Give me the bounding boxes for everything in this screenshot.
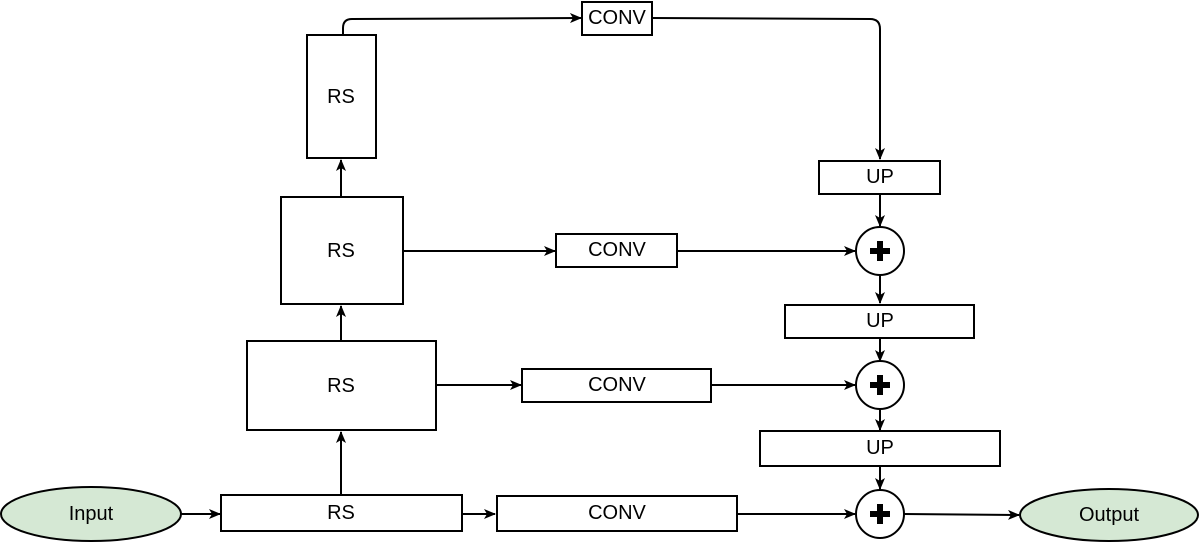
node-up1-label: UP — [866, 166, 894, 188]
node-add2[interactable] — [855, 360, 905, 410]
node-conv3-label: CONV — [588, 239, 646, 261]
node-rs2[interactable]: RS — [246, 340, 437, 431]
node-up3-label: UP — [866, 437, 894, 459]
plus-icon — [870, 241, 890, 261]
node-input-label: Input — [69, 503, 114, 525]
node-conv2-label: CONV — [588, 374, 646, 396]
edge-conv4-up1 — [651, 17, 885, 160]
node-up2[interactable]: UP — [784, 304, 975, 339]
node-conv1-label: CONV — [588, 502, 646, 524]
node-conv2[interactable]: CONV — [521, 368, 712, 403]
node-conv4-label: CONV — [588, 7, 646, 29]
node-conv4[interactable]: CONV — [581, 1, 653, 36]
node-rs2-label: RS — [327, 375, 355, 397]
node-rs3[interactable]: RS — [280, 196, 404, 305]
node-conv1[interactable]: CONV — [496, 495, 738, 532]
node-output[interactable]: Output — [1019, 488, 1199, 542]
edge-add3-output — [903, 509, 1020, 520]
node-rs1-label: RS — [327, 502, 355, 524]
node-up2-label: UP — [866, 310, 894, 332]
edges — [181, 13, 1020, 520]
plus-icon — [870, 375, 890, 395]
node-rs3-label: RS — [327, 240, 355, 262]
node-up1[interactable]: UP — [818, 160, 941, 195]
node-input[interactable]: Input — [0, 486, 182, 542]
node-up3[interactable]: UP — [759, 430, 1001, 467]
node-add3[interactable] — [855, 489, 905, 539]
node-output-label: Output — [1079, 504, 1139, 526]
node-add1[interactable] — [855, 226, 905, 276]
node-rs4-label: RS — [327, 86, 355, 108]
node-rs1[interactable]: RS — [220, 494, 463, 532]
plus-icon — [870, 504, 890, 524]
edge-rs4-conv4 — [342, 13, 582, 35]
node-rs4[interactable]: RS — [306, 34, 377, 159]
node-conv3[interactable]: CONV — [555, 233, 678, 268]
